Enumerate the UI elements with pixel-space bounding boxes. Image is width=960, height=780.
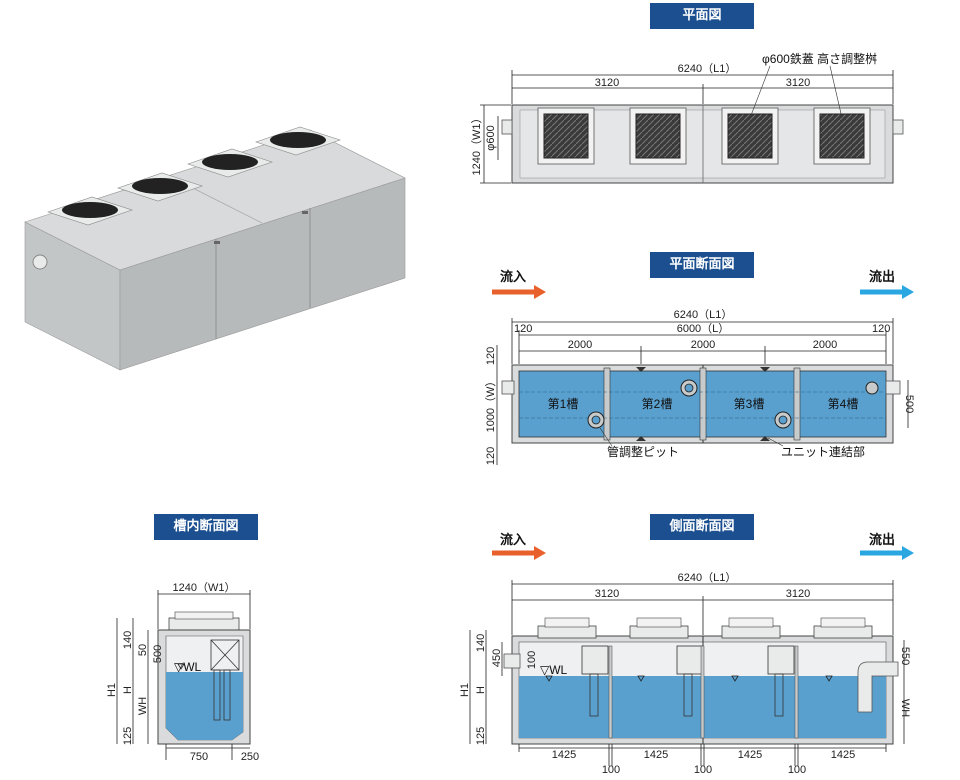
- plan-section-inlet: [501, 380, 515, 395]
- chamber-4: 第4槽: [828, 397, 859, 411]
- plan-lid-2: [629, 107, 687, 165]
- tank-base2-dim: 250: [241, 751, 259, 763]
- side-riser-1: [537, 617, 597, 639]
- plan-inlet-pipe: [501, 119, 513, 135]
- side-d100-dim: 100: [526, 651, 538, 669]
- unit-label: ユニット連結部: [781, 444, 865, 459]
- lid-3d-3: [187, 148, 273, 178]
- side-top-dim: 140: [475, 634, 487, 652]
- tank-3d-view: [24, 126, 406, 371]
- side-gap-2: 100: [694, 764, 712, 776]
- side-wl-label: ▽WL: [540, 663, 568, 677]
- side-section-title: 側面断面図: [650, 514, 754, 540]
- tank-width-dim: 1240（W1）: [173, 581, 236, 594]
- side-gap-1: 100: [602, 764, 620, 776]
- tank-top-dim: 140: [122, 631, 134, 649]
- plan-half-left-dim: 3120: [595, 77, 619, 89]
- inflow-arrow-2: [492, 546, 546, 560]
- side-riser-4: [813, 617, 873, 639]
- plan-lid-dim: φ600: [485, 125, 497, 151]
- tank-d500-dim: 500: [152, 645, 164, 663]
- side-riser-3: [721, 617, 781, 639]
- plan-lid-1: [537, 107, 595, 165]
- ps-wall-left-dim: 120: [514, 323, 532, 335]
- plan-view: 6240（L1） 3120 3120 1240（W1） φ600 φ600鉄蓋 …: [470, 51, 904, 184]
- side-riser-2: [629, 617, 689, 639]
- ps-bay2-dim: 2000: [691, 339, 715, 351]
- inflow-label-1: 流入: [500, 270, 527, 285]
- plan-overall-dim: 6240（L1）: [678, 62, 737, 75]
- ps-inner-width-dim: 1000（W）: [484, 376, 497, 433]
- ps-pipe-dim: 500: [903, 395, 915, 413]
- inflow-arrow-1: [492, 285, 546, 299]
- side-h-label: H: [475, 686, 487, 694]
- ps-top-wall-dim: 120: [485, 347, 497, 365]
- side-overall-dim: 6240（L1）: [678, 571, 737, 584]
- ps-inner-dim: 6000（L）: [677, 322, 730, 335]
- lid-3d-4: [255, 126, 341, 156]
- chamber-1: 第1槽: [548, 397, 579, 411]
- outflow-label-1: 流出: [869, 270, 896, 285]
- lid-3d-2: [117, 172, 203, 202]
- tank-base1-dim: 750: [190, 751, 208, 763]
- side-outlet-dim: 550: [899, 647, 911, 665]
- ps-overall-dim: 6240（L1）: [674, 308, 733, 321]
- side-bay-3: 1425: [738, 749, 762, 761]
- ps-bay3-dim: 2000: [813, 339, 837, 351]
- outflow-arrow-2: [860, 546, 914, 560]
- plan-section-title: 平面断面図: [650, 252, 754, 278]
- side-bay-1: 1425: [552, 749, 576, 761]
- inlet-pipe-3d: [32, 254, 48, 270]
- tank-bottom-dim: 125: [122, 727, 134, 745]
- side-inlet-pipe: [503, 653, 521, 669]
- side-bottom-dim: 125: [475, 727, 487, 745]
- plan-width-dim: 1240（W1）: [470, 113, 483, 176]
- side-half-left-dim: 3120: [595, 588, 619, 600]
- tank-section-view: ▽WL 1240（W1） 140 50 500 H1 H WH 125 750 …: [106, 581, 259, 763]
- ps-bay1-dim: 2000: [568, 339, 592, 351]
- plan-lid-4: [813, 107, 871, 165]
- side-h1-label: H1: [459, 683, 471, 697]
- plan-half-right-dim: 3120: [786, 77, 810, 89]
- tank-section-water: [166, 672, 243, 740]
- side-wh-label: WH: [899, 699, 911, 717]
- outflow-label-2: 流出: [869, 533, 896, 548]
- chamber-3: 第3槽: [734, 397, 765, 411]
- ps-bottom-wall-dim: 120: [485, 447, 497, 465]
- tank-section-title: 槽内断面図: [154, 514, 258, 540]
- lid-3d-1: [47, 196, 133, 226]
- side-outlet-pipe: [857, 661, 899, 713]
- plan-outlet-pipe: [892, 119, 904, 135]
- side-gap-3: 100: [788, 764, 806, 776]
- tank-wl-label: ▽WL: [174, 660, 202, 674]
- pit-label: 管調整ピット: [607, 444, 679, 459]
- inflow-label-2: 流入: [500, 533, 527, 548]
- side-bay-2: 1425: [644, 749, 668, 761]
- outflow-arrow-1: [860, 285, 914, 299]
- side-inlet-dim: 450: [491, 649, 503, 667]
- side-section-view: ▽WL 6240（L1） 3120 3120 140 450 100 H1 H …: [459, 571, 911, 776]
- side-bay-4: 1425: [831, 749, 855, 761]
- tank-wh-label: WH: [137, 697, 149, 715]
- plan-section-outlet: [885, 380, 901, 395]
- tank-h-label: H: [122, 686, 134, 694]
- plan-lid-3: [721, 107, 779, 165]
- tank-d50-dim: 50: [137, 644, 149, 656]
- plan-lid-note: φ600鉄蓋 高さ調整桝: [762, 51, 877, 66]
- side-half-right-dim: 3120: [786, 588, 810, 600]
- plan-section-view: 第1槽 第2槽 第3槽 第4槽 6240（L1） 6000（L） 120 120…: [484, 308, 915, 465]
- ps-wall-right-dim: 120: [872, 323, 890, 335]
- chamber-2: 第2槽: [642, 397, 673, 411]
- tank-h1-label: H1: [106, 683, 118, 697]
- plan-title: 平面図: [650, 3, 754, 29]
